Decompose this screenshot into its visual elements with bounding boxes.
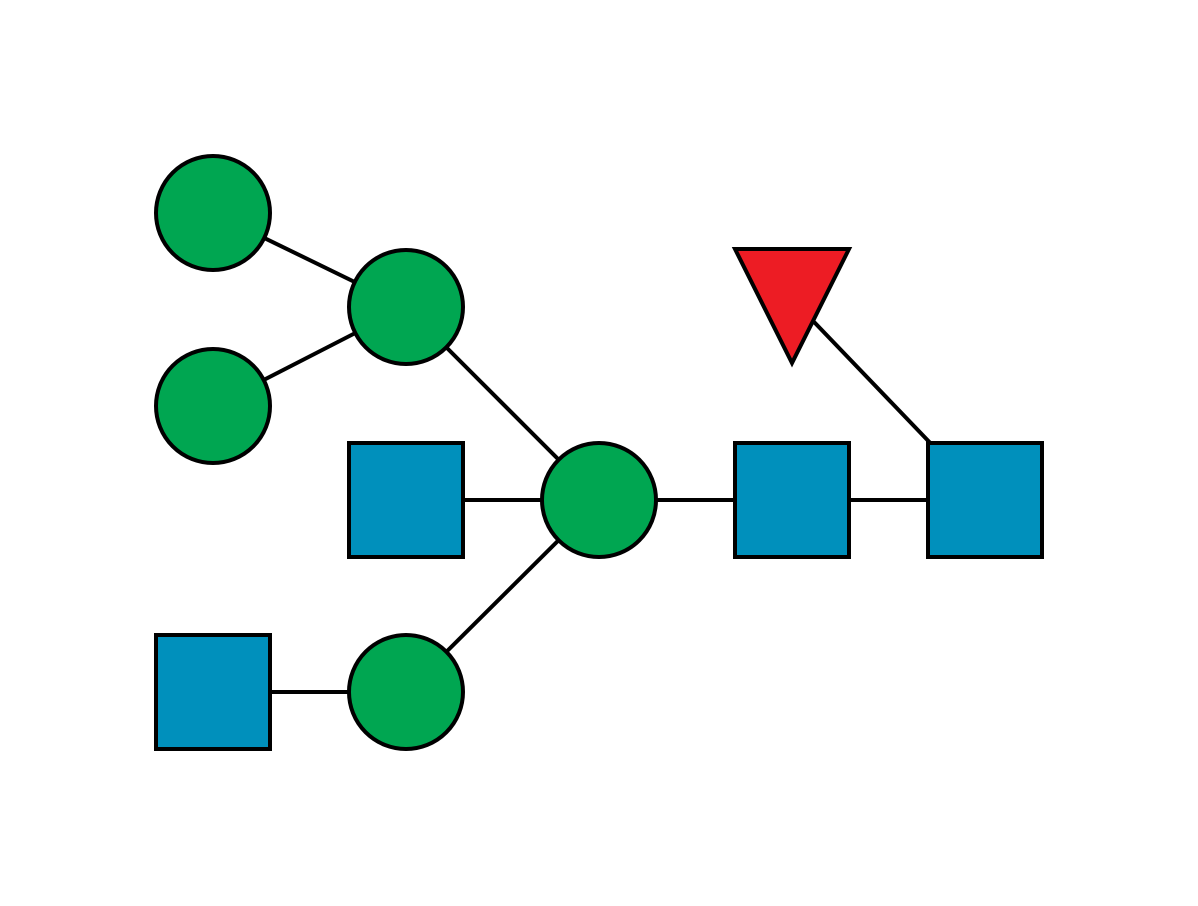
hexnac-square [733, 441, 851, 559]
fucose-triangle [731, 247, 853, 368]
residue-symbols [154, 154, 1044, 751]
hexnac-square [154, 633, 272, 751]
hexose-circle [347, 633, 465, 751]
hexose-circle [347, 248, 465, 366]
hexose-circle [154, 154, 272, 272]
hexose-circle [540, 441, 658, 559]
hexnac-square [926, 441, 1044, 559]
hexose-circle [154, 347, 272, 465]
hexnac-square [347, 441, 465, 559]
